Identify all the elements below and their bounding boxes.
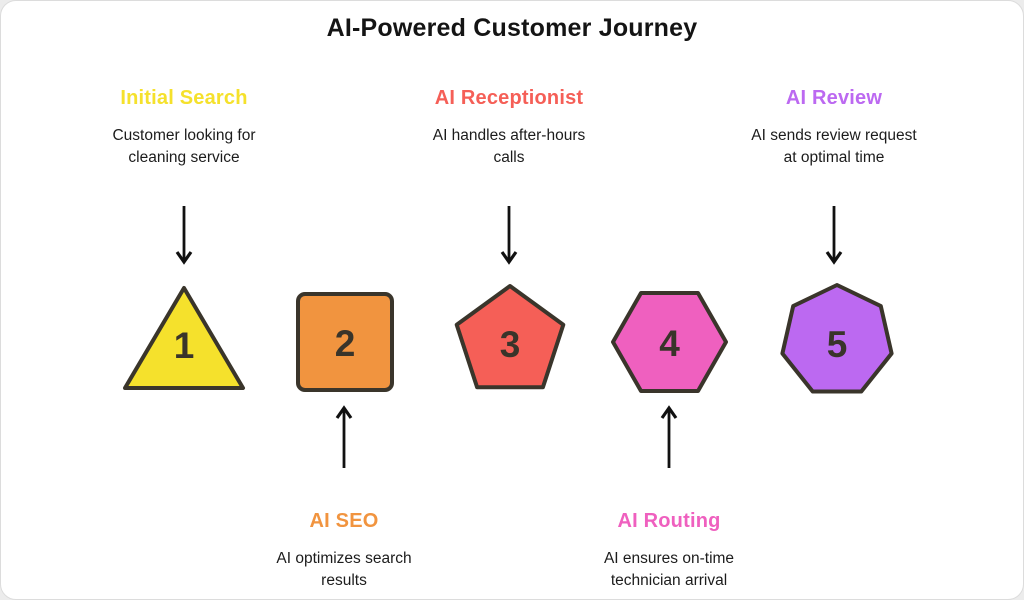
step3-number: 3: [500, 324, 521, 365]
step5-title: AI Review: [785, 87, 883, 109]
step1-desc-line2: cleaning service: [128, 149, 240, 166]
arrow-up-icon: [660, 405, 678, 468]
step2-square-shape: 2: [296, 292, 394, 392]
step5-heptagon-shape: 5: [780, 283, 894, 394]
page-title: AI-Powered Customer Journey: [326, 14, 698, 42]
arrow-down-icon: [175, 206, 193, 265]
arrow-down-icon: [500, 206, 518, 265]
step2-title: AI SEO: [309, 510, 379, 532]
step4-desc-line1: AI ensures on-time: [603, 550, 735, 567]
step2-desc-line2: results: [321, 572, 367, 589]
step2-desc-line1: AI optimizes search: [276, 550, 412, 567]
arrow-up-icon: [335, 405, 353, 468]
step3-label-group: AI Receptionist AI handles after-hours c…: [377, 87, 641, 169]
step5-label-group: AI Review AI sends review request at opt…: [702, 87, 966, 169]
arrow-down-icon: [825, 206, 843, 265]
step3-pentagon-shape: 3: [454, 284, 566, 390]
step4-title: AI Routing: [617, 510, 721, 532]
step5-desc-line2: at optimal time: [783, 149, 885, 166]
step1-triangle-shape: 1: [123, 286, 245, 390]
step4-desc-line2: technician arrival: [610, 572, 728, 589]
step1-label-group: Initial Search Customer looking for clea…: [52, 87, 316, 169]
step1-number: 1: [174, 325, 195, 366]
step1-desc-line1: Customer looking for: [112, 127, 256, 144]
step2-label-group: AI SEO AI optimizes search results: [212, 510, 476, 592]
step4-number: 4: [659, 323, 680, 364]
step5-number: 5: [827, 324, 848, 365]
step3-desc-line1: AI handles after-hours: [432, 127, 586, 144]
step4-hexagon-shape: 4: [611, 291, 728, 393]
step4-label-group: AI Routing AI ensures on-time technician…: [537, 510, 801, 592]
step2-number: 2: [335, 323, 356, 364]
step3-desc-line2: calls: [493, 149, 525, 166]
step1-title: Initial Search: [120, 87, 248, 109]
step3-title: AI Receptionist: [434, 87, 584, 109]
step5-desc-line1: AI sends review request: [751, 127, 917, 144]
